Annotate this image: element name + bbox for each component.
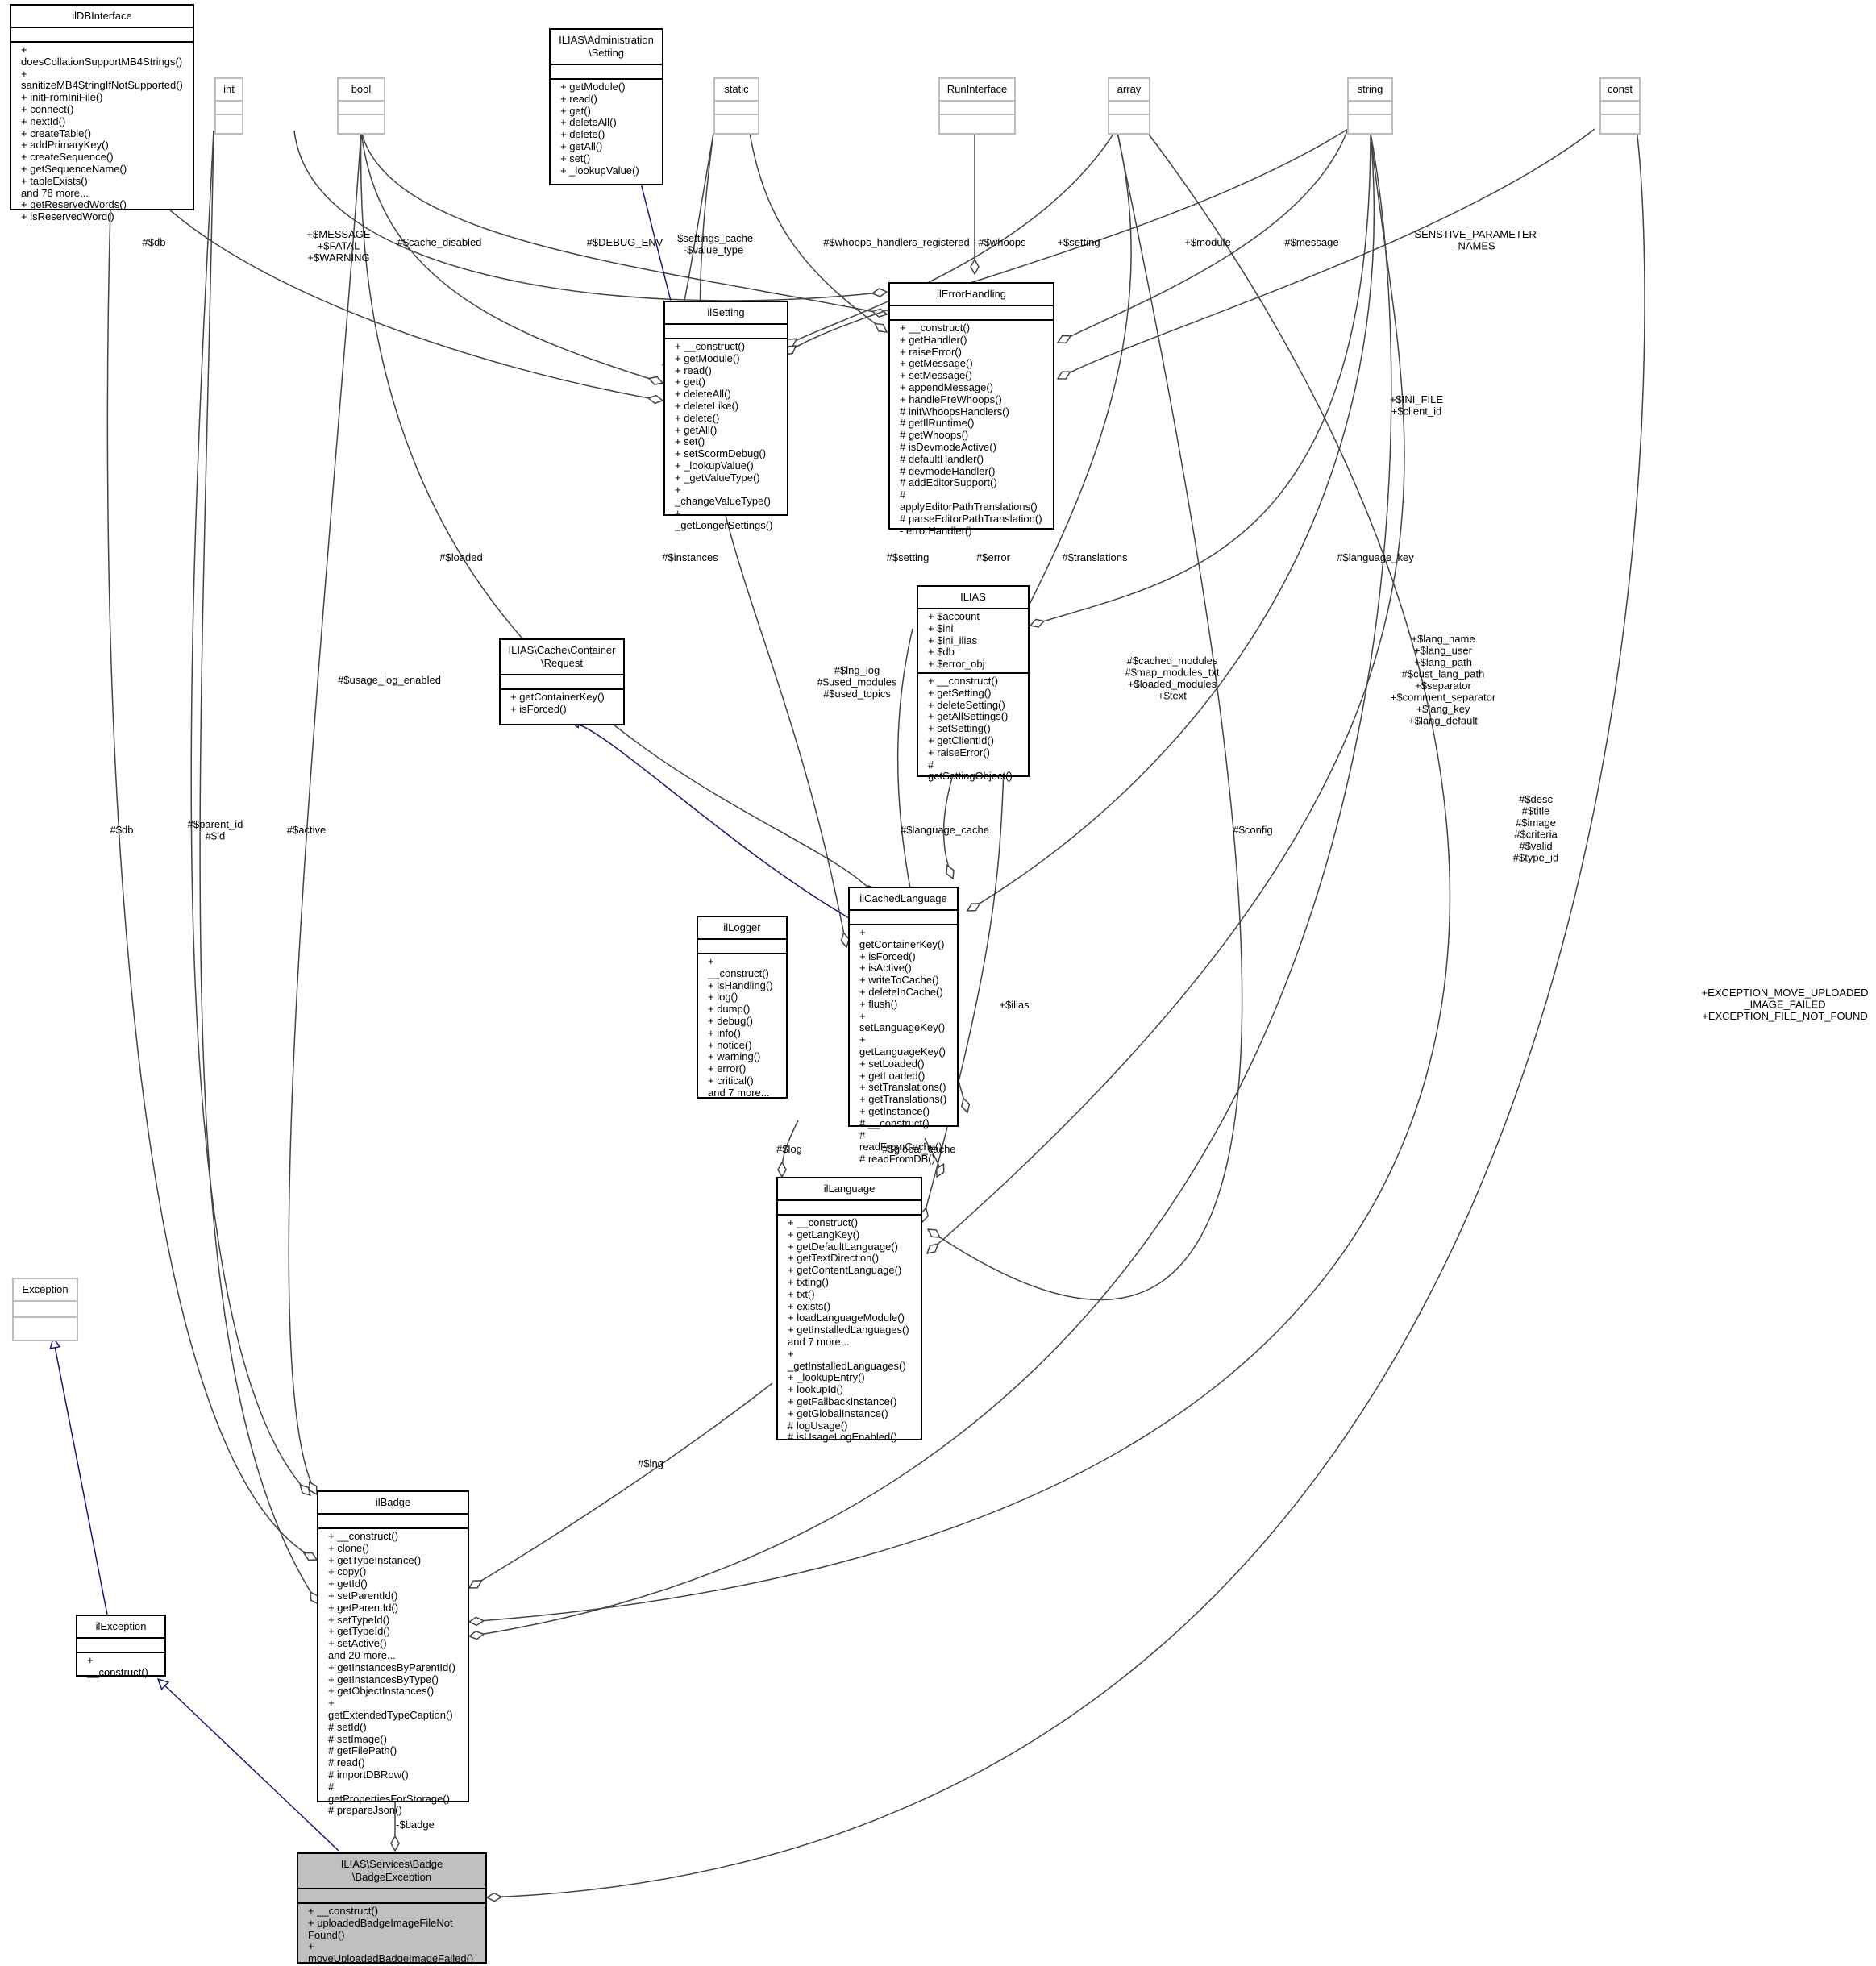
class-bool[interactable]: bool <box>337 77 385 135</box>
class-ilerrorhandling[interactable]: ilErrorHandling + __construct() + getHan… <box>888 282 1054 536</box>
edge-label-language-cache: #$language_cache <box>901 824 989 836</box>
edge-label-ini-file: +$INI_FILE+$client_id <box>1390 393 1443 418</box>
method-list: + __construct() + uploadedBadgeImageFile… <box>308 1905 474 1965</box>
edge-label-whoops: #$whoops <box>978 236 1026 248</box>
edge-label-translations: #$translations <box>1063 551 1128 563</box>
method-list: + __construct() + isHandling() + log() +… <box>708 955 773 1099</box>
class-name: ilLanguage <box>778 1178 921 1201</box>
edge-label-badge: -$badge <box>396 1818 435 1831</box>
edge-label-message: #$message <box>1284 236 1338 248</box>
class-exception[interactable]: Exception <box>12 1278 78 1341</box>
edge-label-debug-env: #$DEBUG_ENV <box>587 236 663 248</box>
edge-label-error: #$error <box>976 551 1011 563</box>
class-ilias-administration-setting[interactable]: ILIAS\Administration \Setting + getModul… <box>549 28 663 185</box>
edge-label-exception-constants: +EXCEPTION_MOVE_UPLOADED_IMAGE_FAILED+EX… <box>1702 987 1869 1022</box>
class-name: ilDBInterface <box>11 6 193 28</box>
class-ilias-cache-container-request[interactable]: ILIAS\Cache\Container \Request + getCont… <box>499 638 625 725</box>
edge-label-db: #$db <box>143 236 166 248</box>
edge-label-setting-protected: #$setting <box>887 551 930 563</box>
edge-label-setting-public: +$setting <box>1057 236 1100 248</box>
edge-label-instances: #$instances <box>662 551 718 563</box>
class-array[interactable]: array <box>1108 77 1150 135</box>
edge-label-settings-cache: -$settings_cache-$value_type <box>674 232 753 256</box>
method-list: + __construct() + clone() + getTypeInsta… <box>328 1530 455 1817</box>
class-name: ilCachedLanguage <box>850 888 957 911</box>
edge-labels: #$db +$MESSAGE+$FATAL+$WARNING #$cache_d… <box>110 228 1869 1831</box>
edge-label-message-fatal-warning: +$MESSAGE+$FATAL+$WARNING <box>306 228 370 264</box>
method-list: + __construct() <box>87 1654 148 1678</box>
edge-label-config: #$config <box>1233 824 1272 836</box>
class-badgeexception[interactable]: ILIAS\Services\Badge \BadgeException + _… <box>297 1852 487 1964</box>
class-name: bool <box>339 79 384 102</box>
edge-label-ilias: +$ilias <box>999 999 1030 1011</box>
class-name: const <box>1601 79 1639 102</box>
class-name: ILIAS\Administration \Setting <box>551 30 662 65</box>
method-list: + getModule() + read() + get() + deleteA… <box>560 81 639 177</box>
class-const[interactable]: const <box>1599 77 1641 135</box>
class-ilexception[interactable]: ilException + __construct() <box>76 1615 166 1678</box>
class-ildbinterface[interactable]: ilDBInterface + doesCollationSupportMB4S… <box>10 4 194 222</box>
edge-label-language-key: #$language_key <box>1337 551 1414 563</box>
edge-label-cache-disabled: #$cache_disabled <box>397 236 482 248</box>
class-int[interactable]: int <box>214 77 243 135</box>
edge-label-lang-name: +$lang_name+$lang_user+$lang_path#$cust_… <box>1391 633 1496 727</box>
method-list: + getContainerKey() + isForced() + isAct… <box>859 926 947 1166</box>
edge-label-cached-modules: #$cached_modules#$map_modules_txt+$loade… <box>1125 655 1219 702</box>
class-name: Exception <box>14 1279 77 1302</box>
edge-label-whoops-handlers-registered: #$whoops_handlers_registered <box>823 236 969 248</box>
edge-label-desc: #$desc#$title#$image#$criteria#$valid#$t… <box>1513 793 1558 864</box>
class-illogger[interactable]: ilLogger + __construct() + isHandling() … <box>697 916 788 1099</box>
class-name: ilBadge <box>318 1492 468 1515</box>
class-static[interactable]: static <box>713 77 759 135</box>
edge-label-usage-log-enabled: #$usage_log_enabled <box>338 674 441 686</box>
class-ilcachedlanguage[interactable]: ilCachedLanguage + getContainerKey() + i… <box>848 887 959 1165</box>
class-name: ilSetting <box>665 302 787 325</box>
edge-label-parent-id: #$parent_id#$id <box>188 818 243 842</box>
class-ilbadge[interactable]: ilBadge + __construct() + clone() + getT… <box>317 1490 469 1816</box>
edge-label-log: #$log <box>776 1143 802 1155</box>
class-ilias[interactable]: ILIAS + $account + $ini + $ini_ilias + $… <box>917 585 1030 782</box>
edge-label-loaded: #$loaded <box>439 551 483 563</box>
edge-label-module: +$module <box>1184 236 1230 248</box>
method-list: + doesCollationSupportMB4Strings() + san… <box>21 44 183 223</box>
method-list: + __construct() + getModule() + read() +… <box>675 340 773 531</box>
class-name: array <box>1109 79 1149 102</box>
class-name: ilLogger <box>698 917 786 940</box>
method-list: + __construct() + getLangKey() + getDefa… <box>788 1216 909 1444</box>
edge-label-lng: #$lng <box>638 1457 663 1469</box>
class-illanguage[interactable]: ilLanguage + __construct() + getLangKey(… <box>776 1177 922 1443</box>
edge-label-global-cache: #$global_cache <box>882 1143 955 1155</box>
edge-label-sensitive-parameter-names: -SENSTIVE_PARAMETER_NAMES <box>1411 228 1537 252</box>
class-name: ILIAS\Services\Badge \BadgeException <box>298 1854 485 1889</box>
class-name: string <box>1349 79 1391 102</box>
class-name: int <box>216 79 242 102</box>
method-list: + __construct() + getSetting() + deleteS… <box>928 674 1013 783</box>
class-name: ILIAS <box>918 587 1028 609</box>
class-name: ilErrorHandling <box>890 284 1053 306</box>
class-ilsetting[interactable]: ilSetting + __construct() + getModule() … <box>663 301 788 531</box>
edge-label-lng-log: #$lng_log#$used_modules#$used_topics <box>817 664 897 700</box>
class-name: static <box>715 79 758 102</box>
class-name: RunInterface <box>940 79 1014 102</box>
class-name: ILIAS\Cache\Container \Request <box>501 640 623 675</box>
method-list: + getContainerKey() + isForced() <box>510 691 605 715</box>
edge-label-active: #$active <box>287 824 326 836</box>
class-name: ilException <box>77 1616 164 1639</box>
class-string[interactable]: string <box>1347 77 1393 135</box>
class-runinterface[interactable]: RunInterface <box>938 77 1016 135</box>
method-list: + __construct() + getHandler() + raiseEr… <box>900 322 1042 537</box>
attribute-list: + $account + $ini + $ini_ilias + $db + $… <box>928 610 985 671</box>
edge-label-db-badge: #$db <box>110 824 134 836</box>
